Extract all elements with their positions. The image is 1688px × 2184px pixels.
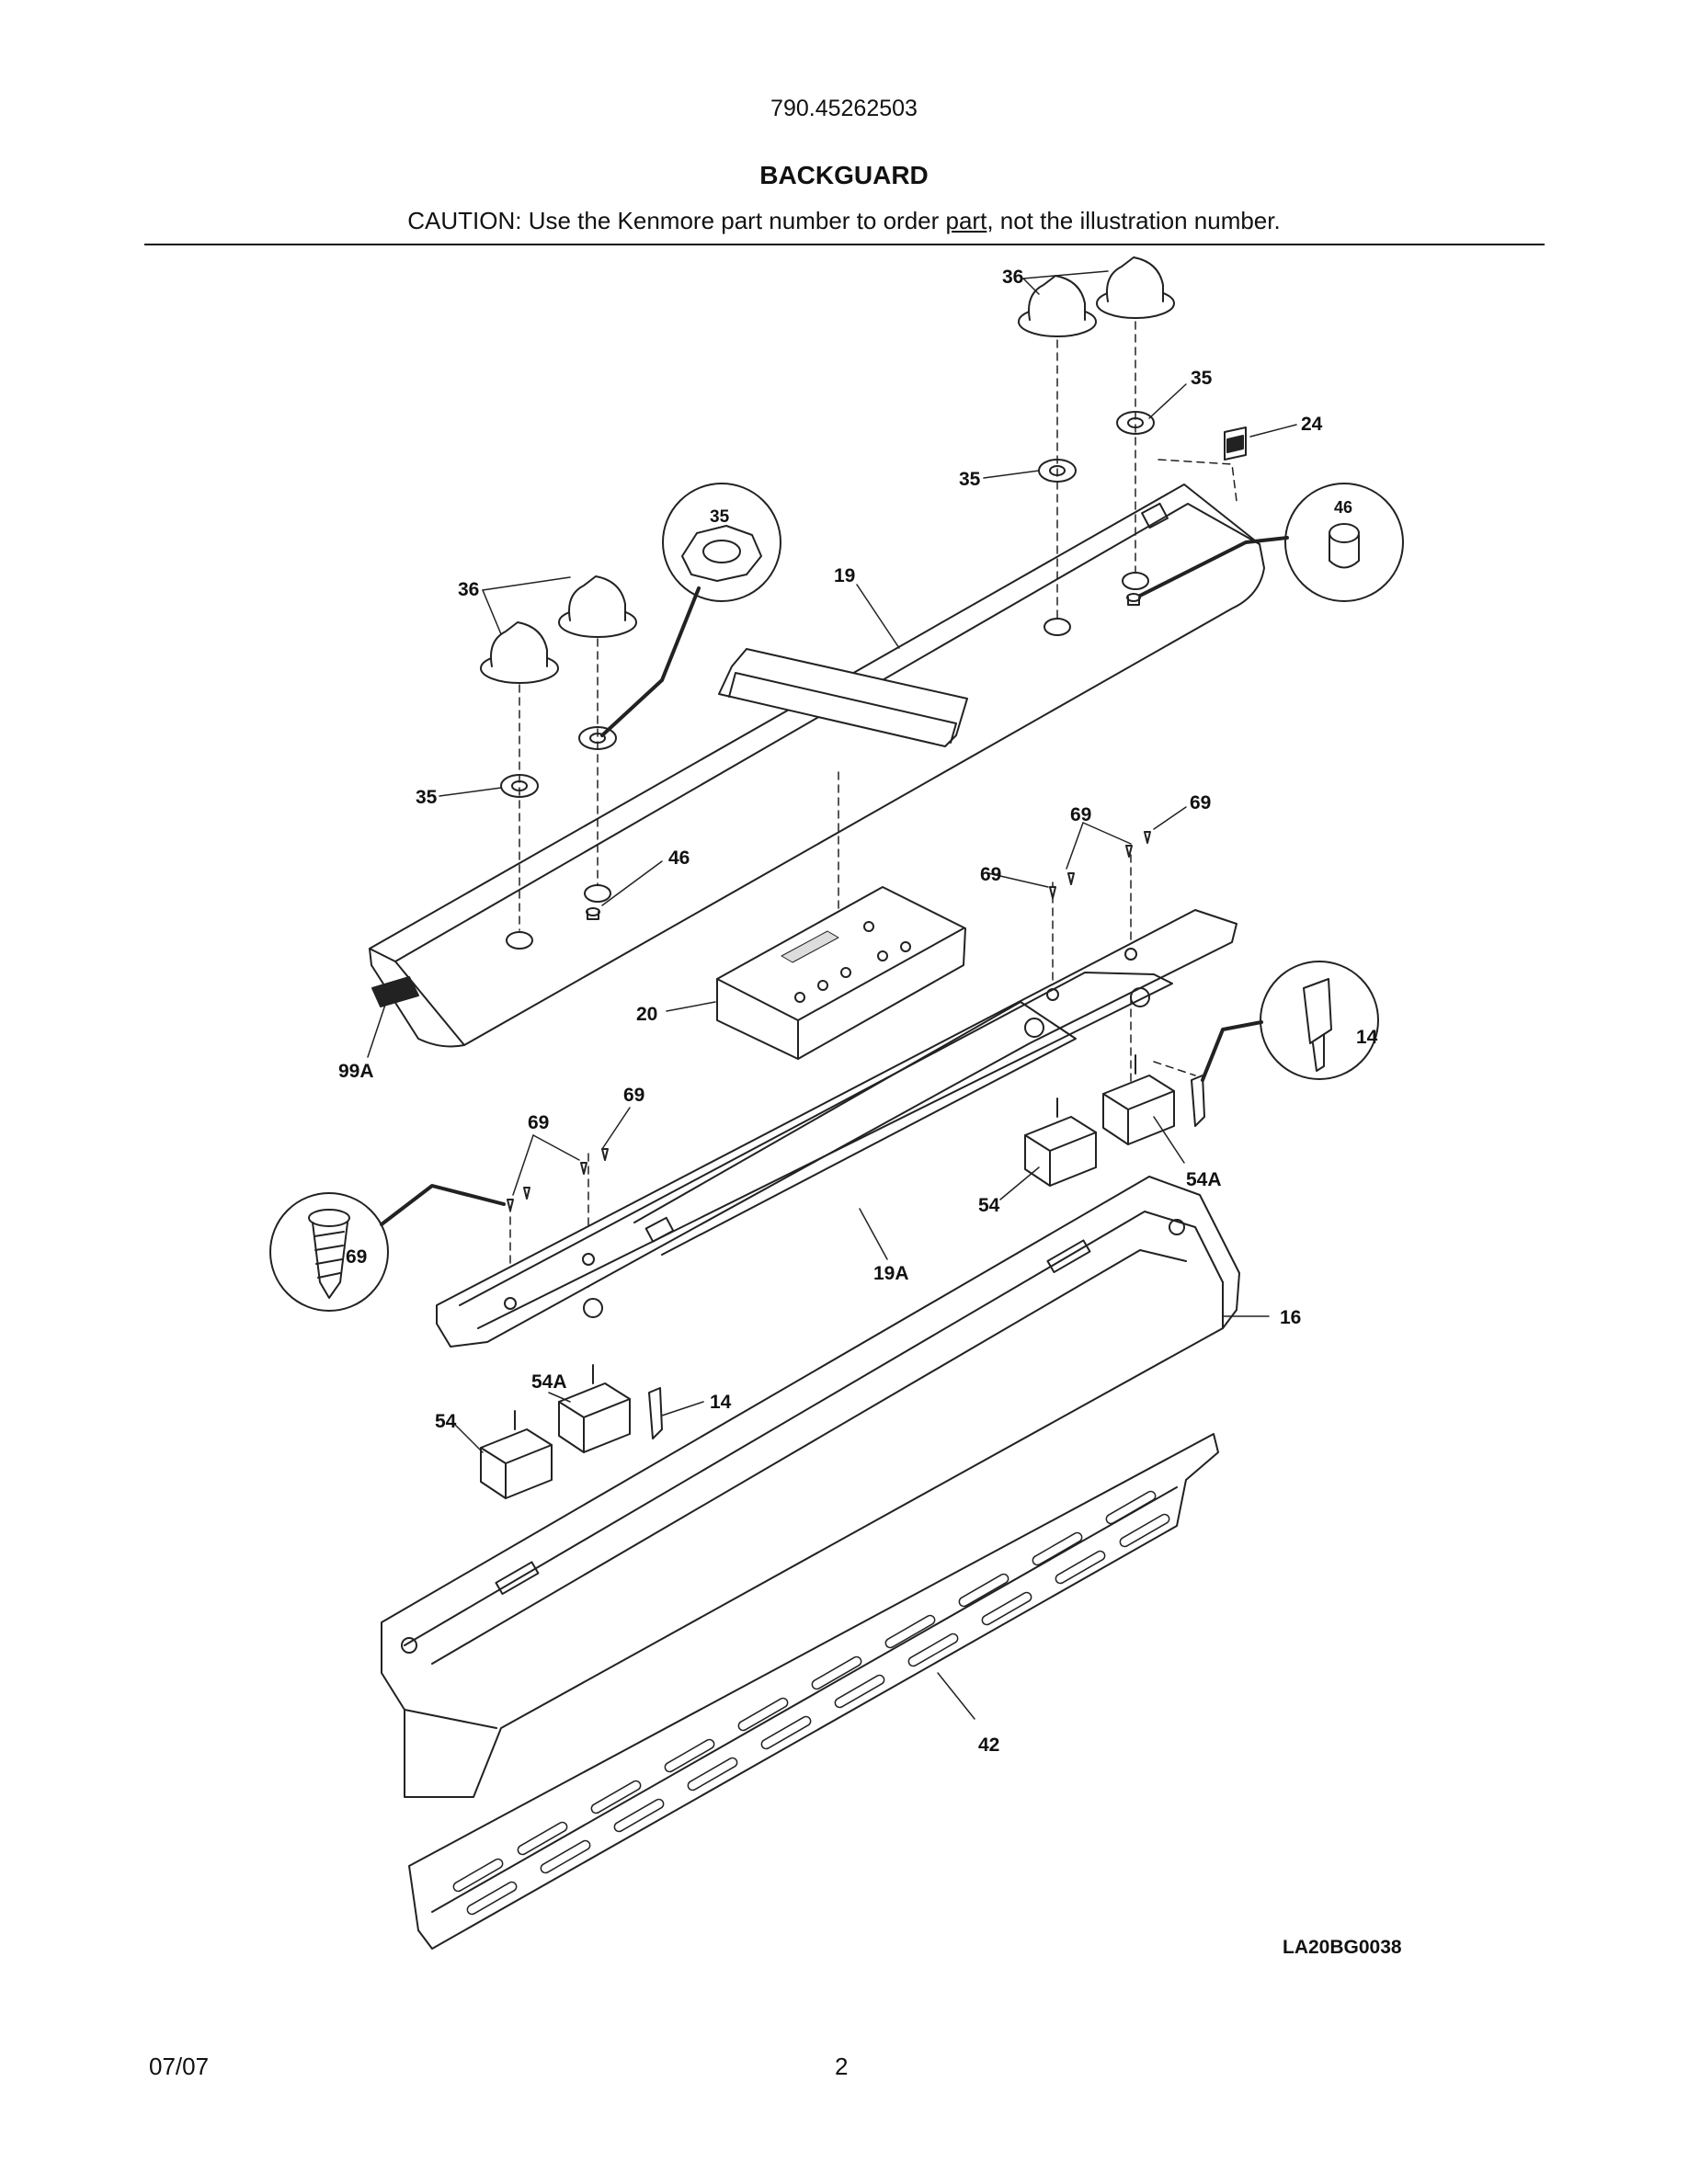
callout-42: 42: [978, 1735, 999, 1756]
caution-note: CAUTION: Use the Kenmore part number to …: [0, 207, 1688, 235]
rocker-switch-24: [1224, 427, 1247, 461]
detail-circle-46: [1138, 483, 1404, 602]
callout-35: 35: [416, 787, 438, 808]
callout-69: 69: [1190, 792, 1211, 813]
detail-circle-35: [600, 483, 781, 737]
callout-69: 69: [346, 1246, 367, 1268]
callout-19: 19: [834, 565, 855, 586]
callout-99a: 99A: [338, 1061, 374, 1082]
knobs-36-right: [1018, 256, 1175, 337]
callout-54a: 54A: [1186, 1169, 1222, 1190]
vent-trim-42: [408, 1433, 1219, 1950]
infinite-switches-54-54a: [480, 1054, 1175, 1499]
callout-35: 35: [710, 507, 730, 527]
callout-36: 36: [458, 579, 479, 600]
mounting-bracket-19a: [436, 909, 1237, 1348]
callout-69: 69: [623, 1085, 644, 1106]
page-number: 2: [835, 2053, 849, 2080]
callout-14: 14: [710, 1392, 732, 1413]
callout-46: 46: [1334, 498, 1352, 517]
model-number: 790.45262503: [770, 96, 918, 121]
callout-24: 24: [1301, 414, 1323, 435]
callout-labels: 36 35 24 35 46 35 19 36 35 46 69 69 69 2…: [338, 267, 1378, 1756]
callout-19a: 19A: [873, 1263, 909, 1284]
indicator-lamps-14: [648, 1075, 1205, 1439]
leader-lines: [367, 270, 1297, 1720]
overlay-strip-99a: [371, 976, 419, 1007]
callout-35: 35: [1191, 368, 1213, 389]
callout-46: 46: [668, 847, 690, 869]
page-title: BACKGUARD: [759, 161, 929, 189]
screws-69: [507, 831, 1151, 1211]
caution-text-end: , not the illustration number.: [987, 207, 1281, 234]
callout-54: 54: [978, 1195, 1000, 1216]
callout-69: 69: [980, 864, 1001, 885]
header-rule: [144, 244, 1545, 245]
footer-date: 07/07: [149, 2053, 210, 2080]
detail-circle-14: [1201, 961, 1379, 1082]
caution-text-start: CAUTION: Use the Kenmore part number to …: [407, 207, 946, 234]
plugs-46: [586, 593, 1141, 920]
knobs-36-left: [480, 575, 637, 684]
callout-54: 54: [435, 1411, 457, 1432]
caution-text-underlined: part: [945, 207, 987, 234]
callout-36: 36: [1002, 267, 1023, 288]
callout-20: 20: [636, 1004, 657, 1025]
control-panel-19: [369, 483, 1265, 1048]
electronic-control-20: [716, 886, 966, 1060]
callout-69: 69: [528, 1112, 549, 1133]
callout-35: 35: [959, 469, 981, 490]
callout-54a: 54A: [531, 1371, 567, 1393]
backguard-housing-16: [381, 1176, 1240, 1798]
callout-69: 69: [1070, 804, 1091, 825]
detail-circle-69: [269, 1184, 506, 1312]
callout-14: 14: [1356, 1027, 1378, 1048]
drawing-code: LA20BG0038: [1283, 1937, 1402, 1958]
callout-16: 16: [1280, 1307, 1301, 1328]
